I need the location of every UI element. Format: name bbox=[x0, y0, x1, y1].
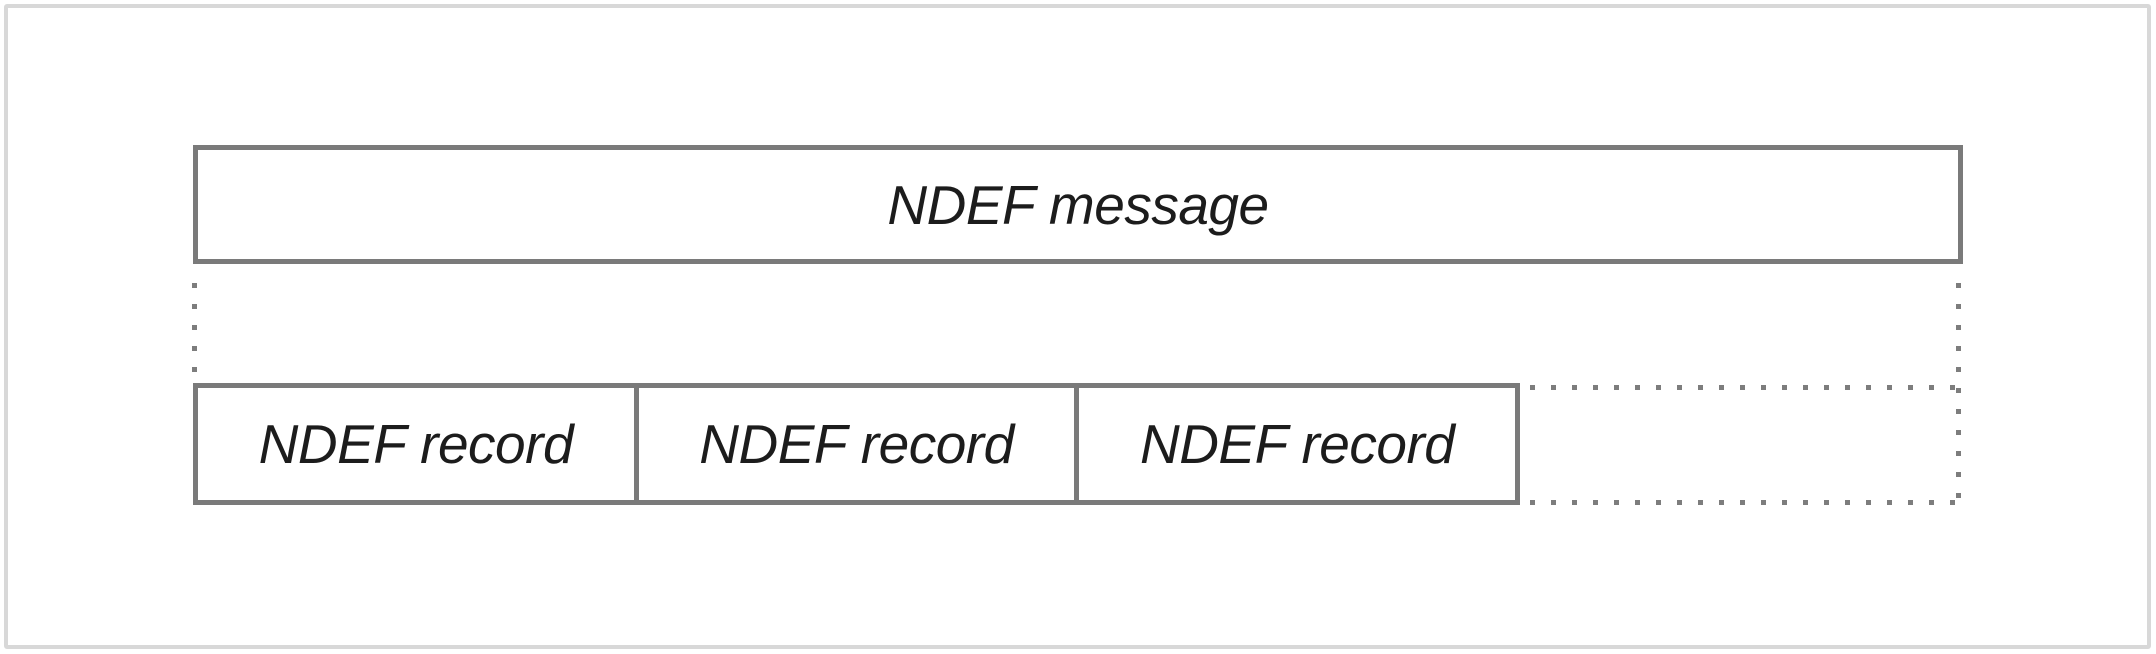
ndef-record-label: NDEF record bbox=[1139, 413, 1455, 475]
ndef-record-cell-2: NDEF record bbox=[639, 388, 1080, 500]
ndef-record-cell-1: NDEF record bbox=[198, 388, 639, 500]
ndef-record-cell-3: NDEF record bbox=[1079, 388, 1515, 500]
ndef-message-box: NDEF message bbox=[193, 145, 1963, 264]
dotted-connector-right bbox=[1956, 283, 1961, 505]
dotted-connector-top bbox=[1530, 385, 1958, 390]
dotted-connector-left bbox=[192, 283, 197, 381]
ndef-records-row: NDEF record NDEF record NDEF record bbox=[193, 383, 1520, 505]
dotted-connector-bottom bbox=[1530, 500, 1958, 505]
ndef-message-label: NDEF message bbox=[887, 173, 1269, 236]
outer-frame bbox=[4, 4, 2151, 649]
ndef-record-label: NDEF record bbox=[699, 413, 1014, 475]
ndef-record-label: NDEF record bbox=[258, 413, 574, 475]
